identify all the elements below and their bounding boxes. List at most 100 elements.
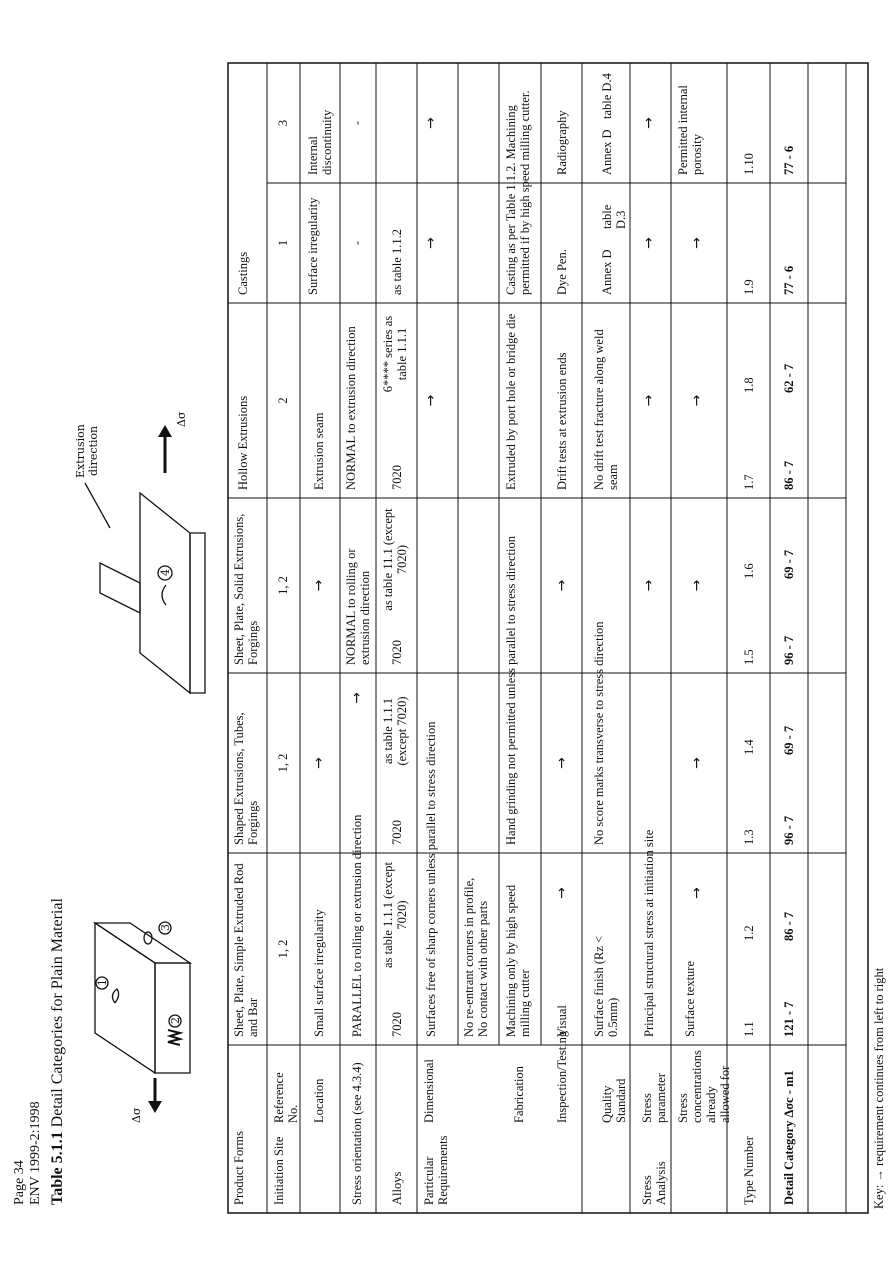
alloy-a8: 6**** series as table 1.1.1	[381, 315, 409, 393]
loc-g3-arrow: →	[311, 579, 327, 592]
label-3: 3	[159, 924, 172, 931]
label-detail-category: Detail Category Δσc - m1	[782, 1070, 796, 1205]
fab-g1: Machining only by high speed milling cut…	[504, 884, 532, 1037]
group-solid: Sheet, Plate, Solid Extrusions, Forgings	[232, 513, 260, 665]
delta-sigma-left: Δσ	[130, 1107, 143, 1123]
plate-side-face	[92, 922, 193, 964]
type-6: 1.7	[742, 474, 756, 490]
group-sheet-plate: Sheet, Plate, Simple Extruded Rod and Ba…	[232, 863, 260, 1037]
label-stress-orientation: Stress orientation (see 4.3.4)	[350, 1062, 364, 1205]
qual-c1a: Annex D	[600, 249, 614, 295]
insp-g1-arrow: →	[554, 887, 570, 899]
label-alloys: Alloys	[390, 1171, 404, 1205]
sp-c3-arrow: →	[641, 117, 657, 129]
insp-g1: Visual	[555, 1005, 569, 1037]
ref-g2: 1, 2	[276, 753, 290, 773]
type-5: 1.6	[742, 563, 756, 579]
edge-flaw-2	[166, 1029, 184, 1046]
dim-sub: No re-entrant corners in profile, No con…	[462, 877, 490, 1037]
group-shaped: Shaped Extrusions, Tubes, Forgings	[232, 712, 260, 845]
label-stress-analysis: Stress Analysis	[640, 1161, 668, 1205]
cat-9: 77 - 6	[782, 145, 796, 175]
surface-flaw-1	[111, 988, 120, 1004]
extrusion-front	[189, 532, 206, 694]
orient-c1: -	[350, 240, 364, 246]
qual-g2: No score marks transverse to stress dire…	[592, 621, 606, 845]
insp-g4: Drift tests at extrusion ends	[555, 352, 569, 490]
type-9: 1.10	[742, 153, 756, 175]
qual-c1b: table D.3	[600, 204, 628, 229]
cat-4: 96 - 7	[782, 635, 796, 665]
label-1: 1	[96, 979, 109, 986]
direction-label: direction	[87, 426, 100, 476]
insp-c1: Dye Pen.	[555, 249, 569, 295]
insp-c3: Radiography	[555, 110, 569, 175]
ref-g1: 1, 2	[276, 939, 290, 959]
label-4: 4	[159, 569, 172, 576]
alloy-a1: 7020	[390, 1012, 404, 1037]
group-hollow: Hollow Extrusions	[236, 395, 250, 490]
type-2: 1.3	[742, 829, 756, 845]
qual-c3b: table D.4	[600, 73, 614, 119]
extrusion-web	[99, 561, 141, 615]
table-key: Key: → requirement continues from left t…	[872, 967, 886, 1209]
sp-g1: Principal structural stress at initiatio…	[642, 829, 656, 1037]
sp-g4-arrow: →	[641, 394, 657, 407]
label-stress-concentrations: Stress concentrations already allowed fo…	[676, 1050, 732, 1123]
dim-g4-arrow: →	[423, 394, 439, 407]
sp-g3-arrow: →	[641, 579, 657, 592]
cat-1: 86 - 7	[782, 911, 796, 941]
fab-g4: Extruded by port hole or bridge die	[504, 313, 518, 490]
cat-8: 77 - 6	[782, 265, 796, 295]
loc-g2-arrow: →	[311, 757, 327, 769]
dim-main: Surfaces free of sharp corners unless pa…	[424, 721, 438, 1037]
alloy-a4: as table 1.1.1 (except 7020)	[381, 696, 409, 766]
orient-g2-arrow: →	[349, 692, 365, 704]
alloy-a2: as table 1.1.1 (except 7020)	[381, 862, 409, 968]
label-2: 2	[169, 1017, 182, 1024]
loc-g1: Small surface irregularity	[312, 909, 326, 1037]
type-1: 1.2	[742, 925, 756, 941]
qual-g4: No drift test fracture along weld seam	[592, 329, 620, 490]
cat-5: 69 - 7	[782, 549, 796, 579]
alloy-a5: 7020	[390, 640, 404, 665]
cat-6: 86 - 7	[782, 460, 796, 490]
extrusion-direction-line	[84, 482, 111, 529]
type-0: 1.1	[742, 1021, 756, 1037]
sc-c1-arrow: →	[689, 237, 705, 249]
alloy-a3: 7020	[390, 820, 404, 845]
dim-c3-arrow: →	[423, 117, 439, 129]
label-type-number: Type Number	[742, 1136, 756, 1205]
cat-2: 96 - 7	[782, 815, 796, 845]
ref-g3: 1, 2	[276, 576, 290, 595]
label-quality: Quality Standard	[600, 1078, 628, 1123]
fab-g2: Hand grinding not permitted unless paral…	[504, 536, 518, 845]
table-outer-border	[227, 62, 869, 1214]
label-location: Location	[312, 1078, 326, 1123]
label-fabrication: Fabrication	[512, 1066, 526, 1123]
orient-g3: NORMAL to rolling or extrusion direction	[344, 548, 372, 665]
label-initiation-site: Initiation Site	[272, 1136, 286, 1205]
label-dimensional: Dimensional	[422, 1059, 436, 1123]
insp-g2-arrow: →	[554, 757, 570, 769]
col-product-forms: Product Forms	[232, 1131, 246, 1205]
alloy-a7: 7020	[390, 465, 404, 490]
edge-flaw-3	[143, 931, 153, 945]
label-stress-parameter: Stress parameter	[640, 1073, 668, 1123]
insp-g3-arrow: →	[554, 579, 570, 592]
orient-parallel: PARALLEL to rolling or extrusion directi…	[350, 814, 364, 1037]
sc-g4-arrow: →	[689, 394, 705, 407]
orient-g4: NORMAL to extrusion direction	[344, 326, 358, 490]
type-8: 1.9	[742, 279, 756, 295]
group-castings: Castings	[236, 251, 250, 295]
type-3: 1.4	[742, 739, 756, 755]
sc-g2-arrow: →	[689, 757, 705, 769]
seam-flaw	[161, 584, 167, 606]
sc-g3-arrow: →	[689, 579, 705, 592]
sc-g1-arrow: →	[689, 887, 705, 899]
label-inspection: Inspection/Testing	[555, 1030, 569, 1123]
alloy-a6: as table 11.1 (except 7020)	[381, 508, 409, 611]
qual-c3: Annex D	[600, 129, 614, 175]
